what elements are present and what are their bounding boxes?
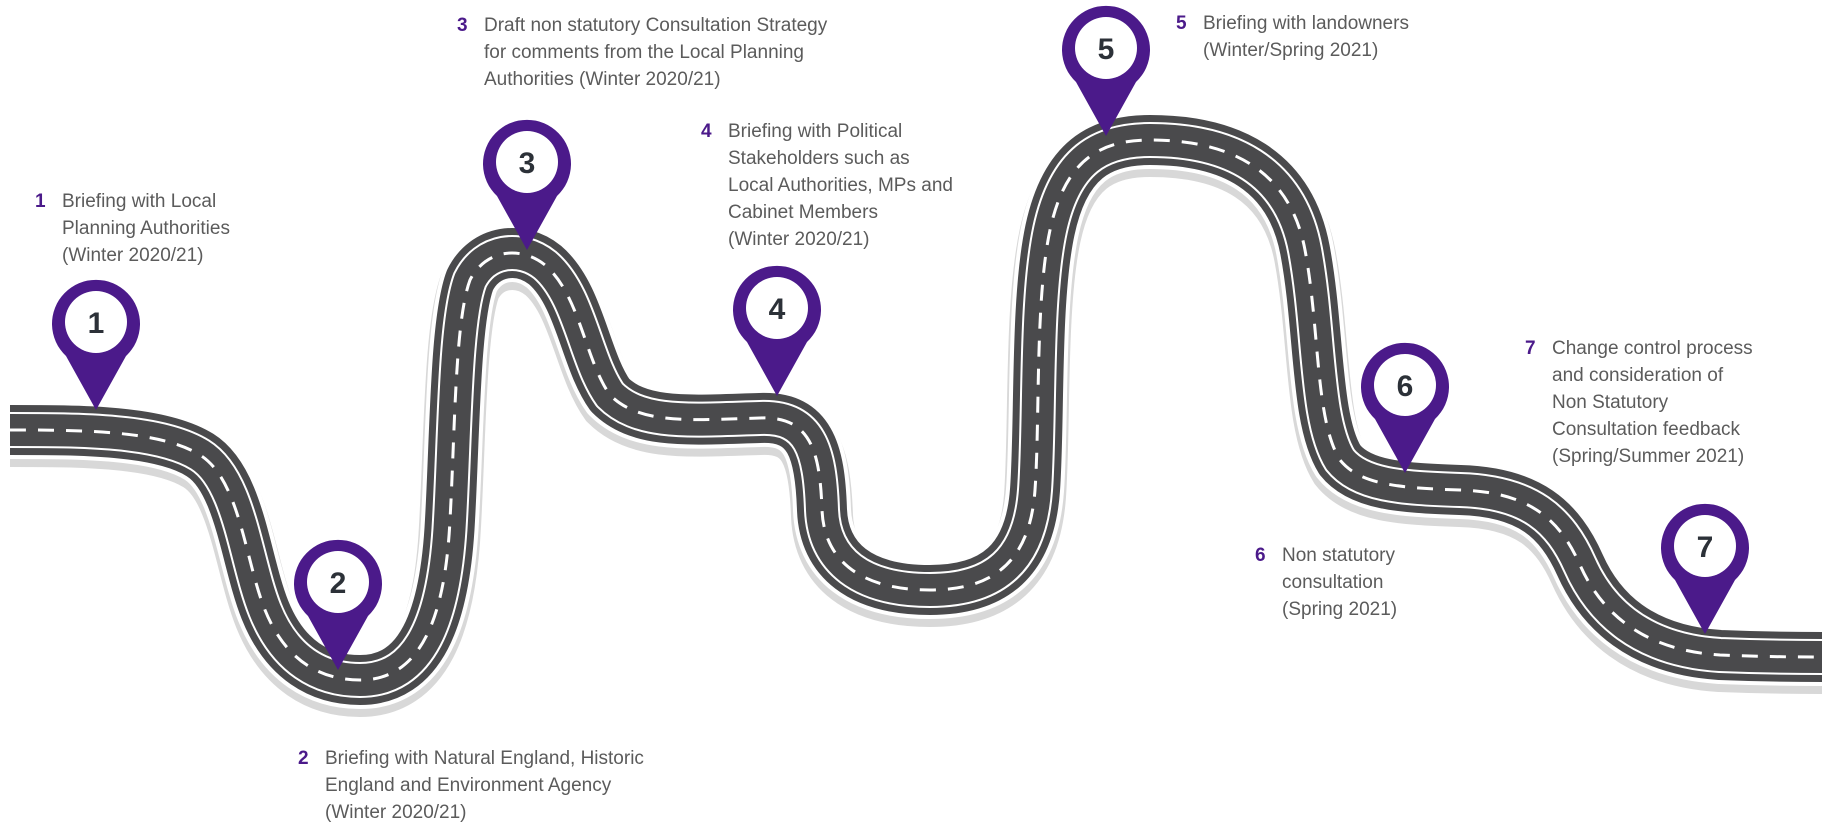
step-5-number: 5 — [1176, 13, 1187, 34]
step-6-line-3: (Spring 2021) — [1282, 599, 1398, 620]
step-4-line-4: Cabinet Members — [728, 202, 878, 223]
step-7-line-4: Consultation feedback — [1552, 419, 1741, 440]
step-2-line-2: England and Environment Agency — [325, 775, 612, 796]
step-7-line-5: (Spring/Summer 2021) — [1552, 446, 1745, 467]
step-3-text: 3 Draft non statutory Consultation Strat… — [457, 12, 828, 93]
map-pin-6: 6 — [1360, 342, 1449, 473]
step-4-line-2: Stakeholders such as — [728, 148, 910, 169]
step-7-number: 7 — [1525, 338, 1536, 359]
step-7-line-3: Non Statutory — [1552, 392, 1669, 413]
step-1-number: 1 — [35, 191, 46, 212]
step-4-number: 4 — [701, 121, 712, 142]
step-4-line-1: Briefing with Political — [728, 121, 903, 142]
map-pin-3: 3 — [483, 119, 571, 250]
map-pin-number: 2 — [330, 567, 347, 600]
step-3-number: 3 — [457, 15, 468, 36]
map-pin-7: 7 — [1661, 503, 1749, 634]
step-6-text: 6 Non statutory consultation (Spring 202… — [1255, 542, 1398, 623]
step-2-line-3: (Winter 2020/21) — [325, 802, 467, 823]
road-center-dashes — [9, 138, 1822, 682]
map-pin-number: 6 — [1397, 370, 1414, 403]
step-4-line-3: Local Authorities, MPs and — [728, 175, 953, 196]
step-6-line-2: consultation — [1282, 572, 1384, 593]
step-5-line-1: Briefing with landowners — [1203, 13, 1409, 34]
map-pin-center — [1674, 515, 1736, 577]
map-pin-5: 5 — [1062, 5, 1150, 136]
pin-group: 1 2 3 4 5 6 7 — [52, 5, 1749, 670]
step-3-line-1: Draft non statutory Consultation Strateg… — [484, 15, 828, 36]
step-5-text: 5 Briefing with landowners (Winter/Sprin… — [1176, 10, 1409, 64]
step-7-text: 7 Change control process and considerati… — [1525, 335, 1753, 470]
map-pin-1: 1 — [52, 279, 141, 410]
map-pin-2: 2 — [294, 539, 383, 670]
step-6-number: 6 — [1255, 545, 1266, 566]
step-1-line-3: (Winter 2020/21) — [62, 245, 204, 266]
step-2-line-1: Briefing with Natural England, Historic — [325, 748, 644, 769]
step-6-line-1: Non statutory — [1282, 545, 1395, 566]
map-pin-4: 4 — [733, 265, 822, 396]
step-4-line-5: (Winter 2020/21) — [728, 229, 870, 250]
map-pin-number: 5 — [1098, 33, 1115, 66]
step-1-line-2: Planning Authorities — [62, 218, 230, 239]
step-3-line-3: Authorities (Winter 2020/21) — [484, 69, 721, 90]
step-1-text: 1 Briefing with Local Planning Authoriti… — [35, 188, 230, 269]
map-pin-center — [496, 131, 558, 193]
step-7-line-1: Change control process — [1552, 338, 1753, 359]
map-pin-center — [307, 551, 369, 613]
step-2-text: 2 Briefing with Natural England, Histori… — [298, 745, 644, 826]
step-1-line-1: Briefing with Local — [62, 191, 217, 212]
map-pin-center — [1374, 354, 1436, 416]
map-pin-center — [1075, 17, 1137, 79]
map-pin-number: 7 — [1697, 531, 1714, 564]
step-4-text: 4 Briefing with Political Stakeholders s… — [701, 118, 953, 253]
map-pin-number: 3 — [519, 147, 536, 180]
map-pin-center — [65, 291, 127, 353]
step-3-line-2: for comments from the Local Planning — [484, 42, 804, 63]
step-7-line-2: and consideration of — [1552, 365, 1724, 386]
map-pin-center — [746, 277, 808, 339]
map-pin-number: 1 — [88, 307, 105, 340]
step-2-number: 2 — [298, 748, 309, 769]
map-pin-number: 4 — [769, 293, 786, 326]
step-5-line-2: (Winter/Spring 2021) — [1203, 40, 1379, 61]
